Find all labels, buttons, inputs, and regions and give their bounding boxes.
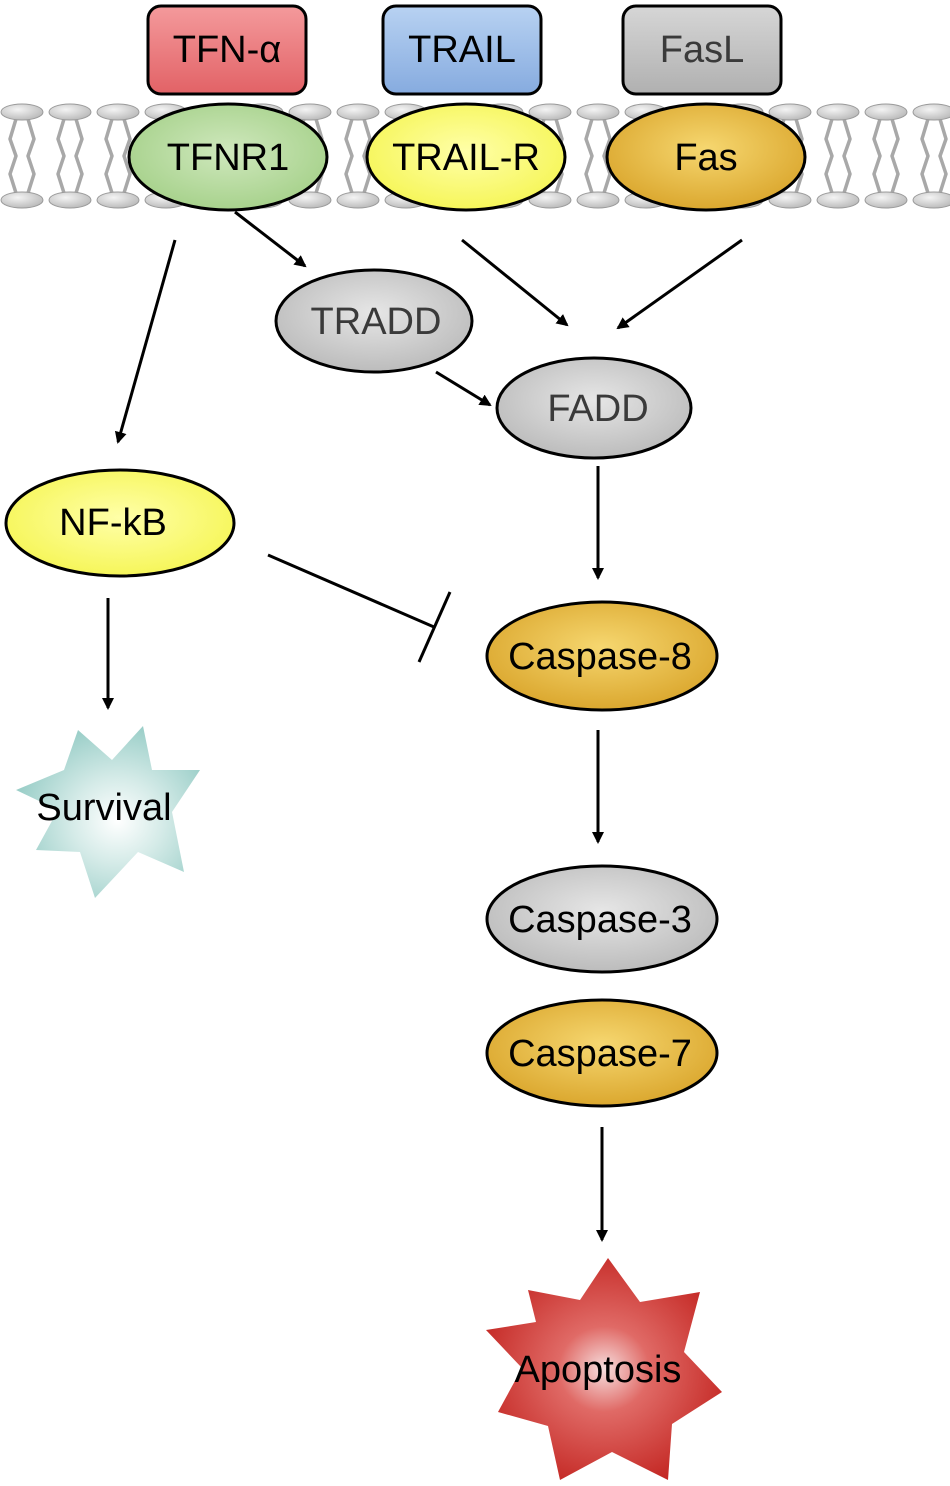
arrow-tnfr1-to-tradd	[234, 210, 307, 268]
lipid-head-outer	[336, 103, 380, 121]
receptor-fas: Fas	[605, 102, 807, 212]
ligand-tnf-alpha: TFN-α	[146, 4, 308, 96]
lipid-tails	[344, 118, 372, 194]
lipid-head-outer	[288, 103, 332, 121]
node-caspase8: Caspase-8	[485, 600, 719, 712]
arrow-trail-r-to-fadd	[461, 238, 569, 327]
lipid-head-outer	[96, 103, 140, 121]
lipid-tails	[920, 118, 948, 194]
lipid-head-inner	[336, 191, 380, 209]
outcome-apoptosis: Apoptosis	[486, 1258, 722, 1480]
lipid-head-inner	[576, 191, 620, 209]
lipid-tails	[872, 118, 900, 194]
adaptor-tradd: TRADD	[274, 268, 474, 374]
lipid-tails	[584, 118, 612, 194]
outcome-survival: Survival	[16, 726, 200, 898]
lipid-head-outer	[48, 103, 92, 121]
arrow-tnfr1-to-nfkb	[114, 239, 177, 444]
lipid-head-inner	[48, 191, 92, 209]
ligand-trail-label: TRAIL	[408, 29, 516, 71]
lipid-head-outer	[816, 103, 860, 121]
lipid-head-inner	[912, 191, 950, 209]
node-caspase8-label: Caspase-8	[508, 636, 692, 678]
receptor-tnfr1-label: TFNR1	[167, 137, 289, 179]
arrow-fas-to-fadd	[616, 238, 743, 330]
lipid-head-inner	[528, 191, 572, 209]
arrow-tradd-to-fadd	[435, 370, 492, 407]
outcome-apoptosis-label: Apoptosis	[515, 1349, 682, 1391]
lipid-head-outer	[912, 103, 950, 121]
lipid-head-inner	[768, 191, 812, 209]
ligand-trail: TRAIL	[381, 4, 543, 96]
node-nfkb-label: NF-kB	[59, 502, 167, 544]
lipid-head-inner	[96, 191, 140, 209]
receptor-trail-r-label: TRAIL-R	[392, 137, 540, 179]
receptor-trail-r: TRAIL-R	[365, 102, 567, 212]
lipid-head-outer	[576, 103, 620, 121]
outcome-survival-label: Survival	[36, 787, 171, 829]
adaptor-fadd: FADD	[495, 356, 693, 460]
lipid-head-outer	[0, 103, 44, 121]
lipid-tails	[8, 118, 36, 194]
lipid-head-outer	[528, 103, 572, 121]
node-caspase3-label: Caspase-3	[508, 899, 692, 941]
node-caspase7: Caspase-7	[485, 998, 719, 1108]
lipid-head-outer	[864, 103, 908, 121]
lipid-tails	[104, 118, 132, 194]
ligand-tnf-alpha-label: TFN-α	[173, 29, 282, 71]
adaptor-fadd-label: FADD	[547, 388, 648, 430]
node-nfkb: NF-kB	[4, 468, 236, 578]
lipid-head-inner	[864, 191, 908, 209]
receptor-fas-label: Fas	[674, 137, 737, 179]
ligand-fasl-label: FasL	[660, 29, 744, 71]
node-caspase3: Caspase-3	[485, 864, 719, 974]
lipid-tails	[56, 118, 84, 194]
node-caspase7-label: Caspase-7	[508, 1033, 692, 1075]
inhibition-nfkb-to-caspase8	[267, 553, 452, 663]
receptor-tnfr1: TFNR1	[127, 102, 329, 212]
ligand-fasl: FasL	[621, 4, 783, 96]
adaptor-tradd-label: TRADD	[311, 301, 442, 343]
lipid-head-inner	[0, 191, 44, 209]
lipid-head-outer	[768, 103, 812, 121]
lipid-tails	[824, 118, 852, 194]
lipid-head-inner	[816, 191, 860, 209]
